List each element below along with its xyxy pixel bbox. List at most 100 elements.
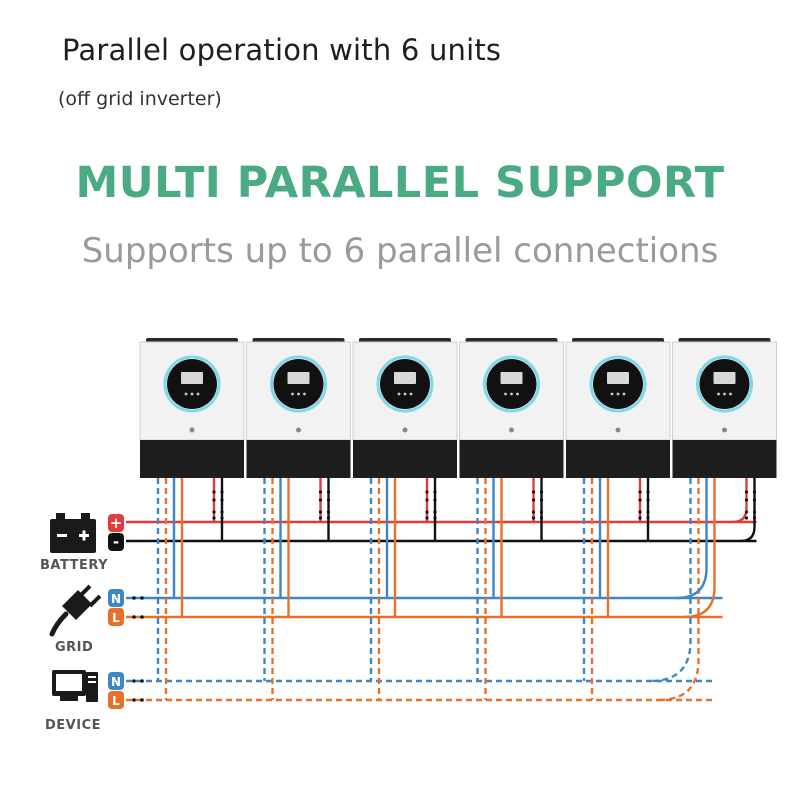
lcd-screen (713, 372, 736, 384)
breaker-dot (433, 510, 437, 514)
breaker-dot (646, 510, 650, 514)
svg-text:N: N (111, 592, 121, 606)
svg-text:+: + (110, 514, 123, 532)
page-heading: Parallel operation with 6 units (62, 33, 502, 67)
breaker-dot (531, 510, 536, 514)
breaker-dot (318, 498, 323, 502)
led-dot (504, 392, 507, 396)
led-dot (303, 392, 306, 396)
led-dot (729, 392, 732, 396)
breaker-dot (646, 498, 650, 502)
display-ring (376, 355, 434, 413)
battery-positive-drop (732, 478, 748, 524)
power-button (296, 427, 301, 433)
led-dot (184, 392, 188, 396)
device-neutral-drop (650, 478, 692, 683)
inverter-unit (139, 338, 245, 478)
terminal-dot (140, 596, 144, 600)
breaker-dot (744, 490, 749, 494)
breaker-dot (318, 490, 323, 494)
device-label: DEVICE (45, 718, 101, 733)
led-dot (516, 392, 519, 396)
led-dot (616, 392, 620, 396)
terminal-dot (132, 679, 136, 683)
breaker-dot (433, 498, 437, 502)
grid-neutral-terminal: N (108, 589, 124, 607)
device-line-drop (658, 478, 700, 702)
breaker-dot (752, 498, 757, 502)
breaker-dot (539, 510, 544, 514)
breaker-dot (220, 516, 224, 520)
display-ring (483, 355, 540, 413)
inverter-unit (672, 338, 777, 478)
breaker-dot (646, 516, 650, 520)
breaker-dot (539, 490, 544, 494)
svg-text:L: L (112, 694, 120, 708)
inverter-base (353, 440, 457, 478)
grid-neutral-drop (676, 478, 708, 600)
lcd-screen (500, 372, 523, 384)
terminal-dot (140, 698, 144, 702)
terminal-dot (132, 698, 136, 702)
svg-text:N: N (111, 675, 121, 689)
breaker-dot (539, 516, 544, 520)
breaker-dot (220, 498, 224, 502)
led-dot (291, 392, 294, 396)
breaker-dot (744, 510, 749, 514)
breaker-dot (752, 516, 757, 520)
breaker-dot (326, 490, 331, 494)
breaker-dot (212, 510, 216, 514)
lcd-screen (287, 372, 310, 384)
inverter-base (246, 440, 351, 478)
led-dot (397, 392, 401, 396)
device-line-terminal: L (108, 691, 124, 709)
battery-negative-terminal: - (108, 533, 124, 551)
breaker-dot (326, 498, 331, 502)
power-button (722, 427, 727, 433)
breaker-dot (638, 510, 642, 514)
breaker-dot (646, 490, 650, 494)
breaker-dot (318, 510, 323, 514)
breaker-dot (212, 516, 216, 520)
power-button (509, 427, 514, 433)
inverter-unit (246, 338, 351, 478)
breaker-dot (531, 498, 536, 502)
terminal-dot (132, 615, 136, 619)
display-ring (589, 355, 647, 413)
breaker-dot (539, 498, 544, 502)
battery-label: BATTERY (40, 558, 109, 573)
power-button (615, 427, 621, 433)
breaker-dot (638, 490, 642, 494)
display-ring (270, 355, 327, 413)
breaker-dot (212, 498, 216, 502)
inverter-base (459, 440, 564, 478)
led-dot (190, 392, 194, 396)
breaker-dot (531, 490, 536, 494)
terminal-dot (132, 596, 136, 600)
breaker-dot (326, 516, 331, 520)
breaker-dot (425, 510, 429, 514)
inverter-base (672, 440, 777, 478)
breaker-dot (752, 510, 757, 514)
breaker-dot (433, 490, 437, 494)
led-dot (297, 392, 300, 396)
inverter-row (139, 338, 777, 478)
led-dot (409, 392, 413, 396)
feature-tagline: Supports up to 6 parallel connections (81, 231, 719, 271)
feature-headline: MULTI PARALLEL SUPPORT (75, 158, 725, 208)
led-dot (717, 392, 720, 396)
led-dot (510, 392, 513, 396)
led-dot (196, 392, 200, 396)
led-dot (723, 392, 726, 396)
breaker-dot (744, 516, 749, 520)
power-button (189, 427, 195, 433)
breaker-dot (433, 516, 437, 520)
display-ring (163, 355, 221, 413)
terminal-dot (140, 615, 144, 619)
lcd-screen (181, 372, 203, 384)
led-dot (622, 392, 626, 396)
breaker-dot (638, 516, 642, 520)
breaker-dot (425, 490, 429, 494)
computer-icon (52, 670, 98, 702)
